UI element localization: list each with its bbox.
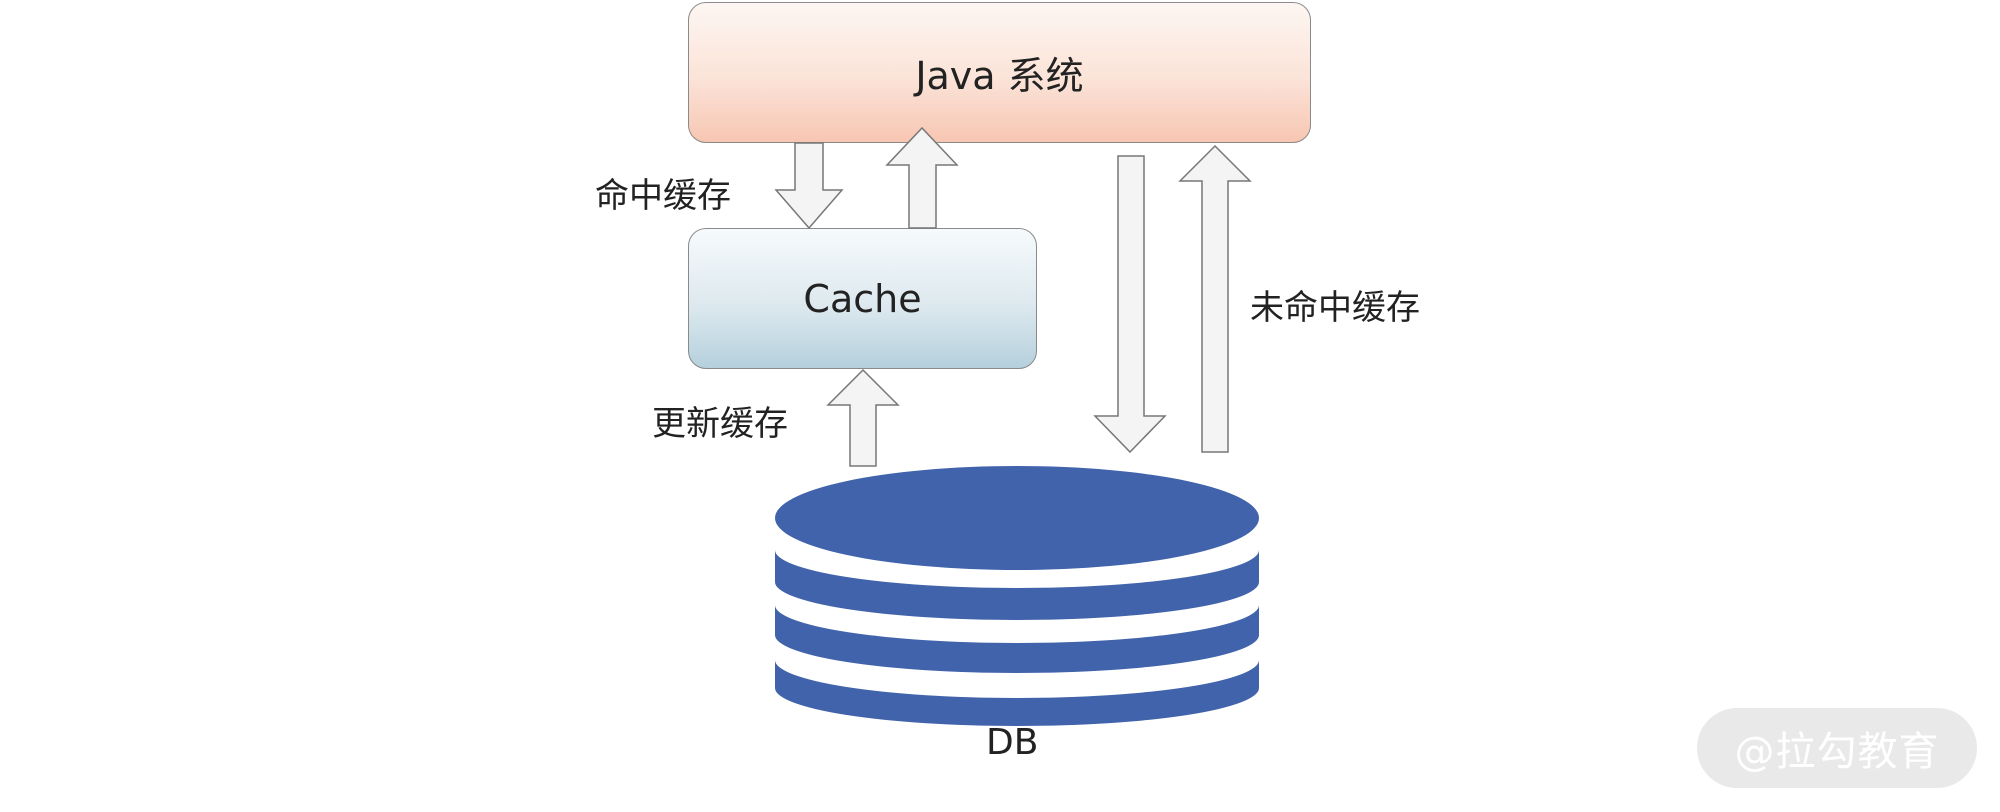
arrow-db-to-cache bbox=[826, 368, 900, 467]
miss-cache-label: 未命中缓存 bbox=[1250, 288, 1420, 328]
cache-node: Cache bbox=[688, 228, 1037, 369]
db-disk-top bbox=[775, 466, 1259, 570]
watermark-text: @拉勾教育 bbox=[1734, 729, 1940, 775]
java-system-node: Java 系统 bbox=[688, 2, 1311, 143]
arrow-java-to-db bbox=[1093, 155, 1167, 454]
db-disk-second bbox=[775, 550, 1259, 620]
cache-label: Cache bbox=[803, 276, 922, 321]
java-system-label: Java 系统 bbox=[915, 54, 1084, 98]
arrow-cache-to-java bbox=[885, 126, 959, 229]
arrow-java-to-cache bbox=[774, 142, 844, 230]
db-label: DB bbox=[986, 722, 1039, 763]
update-cache-label: 更新缓存 bbox=[652, 404, 788, 444]
db-disk-third bbox=[775, 605, 1259, 673]
db-disk-bottom bbox=[775, 660, 1259, 726]
hit-cache-label: 命中缓存 bbox=[595, 176, 731, 216]
arrow-db-to-java bbox=[1178, 144, 1252, 453]
watermark-badge: @拉勾教育 bbox=[1697, 708, 1977, 788]
